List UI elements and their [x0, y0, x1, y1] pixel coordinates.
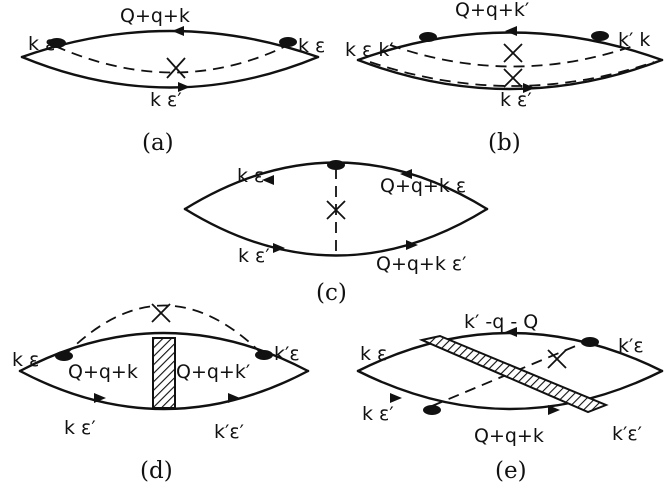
diagram-c-impurity-cross	[326, 200, 346, 220]
diagram-c-label-top-left: k ε	[237, 165, 264, 187]
diagram-b-label-left: k ε k′	[345, 39, 394, 61]
diagram-e-label-bottom-mid: Q+q+k	[474, 425, 544, 447]
diagram-c-label-bottom-left: k ε′	[238, 245, 270, 267]
diagram-e: k′ -q - Q k ε k′ε k ε′ Q+q+k k′ε′ (e)	[356, 311, 664, 484]
diagram-d-arrow-bottom-left	[94, 393, 106, 403]
diagram-d-label-left: k ε	[12, 349, 39, 371]
diagram-b-impurity-line-1	[389, 44, 637, 68]
diagram-b-caption: (b)	[488, 130, 521, 156]
diagram-b-vertex-right	[591, 31, 609, 41]
diagram-a-top-propagator	[20, 29, 320, 59]
diagram-a: Q+q+k k ε k ε k ε′ (a)	[20, 5, 325, 156]
diagram-d: k ε k′ε Q+q+k Q+q+k′ k ε′ k′ε′ (d)	[12, 303, 310, 484]
diagram-b-impurity-cross-1	[503, 43, 523, 63]
diagram-b-label-bottom: k ε′	[500, 89, 532, 111]
diagram-d-label-bottom-left: k ε′	[64, 417, 96, 439]
diagram-e-label-right: k′ε	[618, 335, 644, 357]
diagram-d-arrow-bottom-right	[228, 393, 240, 403]
diagram-e-label-bottom-left: k ε′	[362, 403, 394, 425]
diagram-d-impurity-line	[63, 304, 265, 357]
diagram-d-vertex-left	[55, 351, 73, 361]
diagram-e-label-left: k ε	[360, 343, 387, 365]
diagram-a-label-right: k ε	[298, 35, 325, 57]
diagram-b-vertex-left	[419, 32, 437, 42]
diagram-d-label-inner-right: Q+q+k′	[176, 361, 250, 383]
diagram-c: k ε Q+q+k ε k ε′ Q+q+k ε′ (c)	[183, 160, 489, 306]
diagram-e-label-top: k′ -q - Q	[464, 311, 538, 333]
diagram-c-arrow-top-left	[262, 175, 274, 185]
diagram-b-bottom-propagator	[356, 58, 664, 91]
diagram-b-label-right: k′ k	[618, 29, 650, 51]
diagram-e-arrow-bottom-left	[390, 393, 402, 403]
diagram-d-caption: (d)	[140, 458, 173, 484]
diagram-b-impurity-cross-2	[503, 68, 523, 88]
diagram-d-label-bottom-right: k′ε′	[214, 421, 244, 443]
diagram-a-arrow-top	[172, 26, 184, 36]
diagram-a-caption: (a)	[142, 130, 174, 156]
diagram-e-label-bottom-right: k′ε′	[612, 423, 642, 445]
diagram-a-label-bottom: k ε′	[150, 89, 182, 111]
diagram-a-impurity-cross	[166, 57, 186, 79]
diagram-d-impurity-cross	[151, 303, 171, 323]
diagram-c-caption: (c)	[316, 280, 347, 306]
diagram-a-vertex-left	[48, 38, 66, 48]
diagram-e-ladder-vertex	[418, 334, 609, 414]
diagram-c-bottom-propagator	[183, 207, 489, 257]
diagram-e-impurity-cross	[547, 349, 567, 369]
diagram-e-vertex-bottom	[423, 405, 441, 415]
diagram-b: Q+q+k′ k ε k′ k′ k k ε′ (b)	[345, 0, 664, 156]
diagram-e-vertex-top	[581, 337, 599, 347]
diagram-e-impurity-line	[431, 339, 591, 407]
diagram-d-label-inner-left: Q+q+k	[68, 361, 138, 383]
diagram-e-bottom-propagator	[356, 369, 664, 411]
diagram-c-arrow-bottom-left	[273, 243, 285, 253]
diagram-a-arrow-bottom	[178, 82, 190, 92]
diagram-c-arrow-bottom-right	[406, 240, 418, 250]
diagram-c-label-bottom-right: Q+q+k ε′	[376, 253, 466, 275]
diagram-a-label-left: k ε	[28, 33, 55, 55]
diagram-e-arrow-top	[505, 327, 517, 337]
diagram-b-impurity-line-2	[369, 61, 655, 87]
diagram-a-vertex-right	[279, 37, 297, 47]
diagram-d-vertex-right	[255, 350, 273, 360]
diagram-b-label-top: Q+q+k′	[455, 0, 529, 21]
diagram-d-ladder-vertex	[152, 337, 176, 409]
diagram-d-label-right: k′ε	[274, 343, 300, 365]
diagram-e-arrow-bottom-right	[548, 405, 560, 415]
diagram-a-bottom-propagator	[20, 55, 320, 89]
diagram-b-arrow-top	[505, 26, 517, 36]
diagram-e-caption: (e)	[495, 458, 527, 484]
diagram-c-label-top-right: Q+q+k ε	[380, 175, 466, 197]
diagram-a-impurity-line	[54, 43, 291, 74]
diagram-c-vertex-top	[327, 160, 345, 170]
diagram-b-arrow-bottom	[523, 83, 535, 93]
diagram-a-label-top: Q+q+k	[120, 5, 190, 27]
diagram-c-arrow-top-right	[400, 169, 412, 179]
